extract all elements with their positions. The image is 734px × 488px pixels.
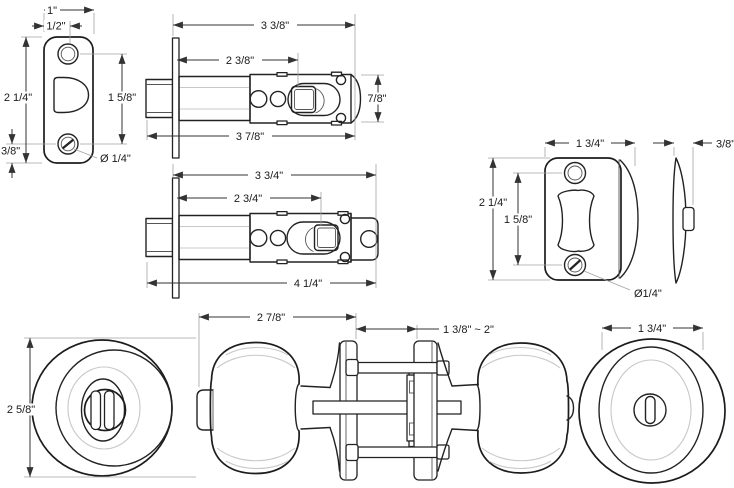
outside-knob-rose-outline xyxy=(578,338,726,484)
latch-bolt xyxy=(145,78,174,119)
latch-pin-hole xyxy=(335,74,347,86)
dim-door-thickness-range: 1 3/8" ~ 2" xyxy=(443,324,494,336)
faceplate-latch-opening xyxy=(53,76,90,114)
strike-top-screw-hole xyxy=(563,161,587,185)
turn-button-side xyxy=(196,389,214,431)
strike-side-tab xyxy=(682,206,695,232)
view-strike-plate: 1 3/4" 3/8" 2 1/4" 1 5/8" Ø1/4" xyxy=(474,137,734,300)
dim-faceplate-screw-dia: Ø 1/4" xyxy=(100,153,131,165)
latch-faceplate xyxy=(171,37,180,159)
dim-latch1-backset: 2 3/8" xyxy=(226,55,254,67)
strike-plate-outline xyxy=(544,157,622,281)
latch-hole xyxy=(249,89,268,108)
stake-notch xyxy=(276,120,288,126)
turn-button-recess xyxy=(80,378,126,442)
view-latch-backset-2-3-8: 3 3/8" 2 3/8" 7/8" 3 7/8" xyxy=(145,14,392,159)
view-knob-outside-front: 1 3/4" xyxy=(578,322,726,484)
outside-knob-face xyxy=(598,346,704,474)
faceplate-top-screw-hole-inner xyxy=(60,46,76,62)
dim-latch2-overall: 3 3/4" xyxy=(255,170,283,182)
knob-neck-bead xyxy=(294,383,300,432)
screw-slot xyxy=(569,259,582,271)
latch-hole xyxy=(269,90,287,108)
view-latch-faceplate-front: 1" 1/2" 2 1/4" 1 5/8" 3/8" Ø 1/4" xyxy=(0,4,141,178)
stake-notch xyxy=(276,71,288,77)
outside-knob-nub xyxy=(566,395,575,421)
latch-faceplate xyxy=(171,177,180,299)
screw-slot xyxy=(61,138,75,150)
dim-outside-knob-dia: 1 3/4" xyxy=(638,323,666,335)
inside-knob-rose-outline xyxy=(31,339,173,477)
inside-knob-side xyxy=(209,341,300,475)
view-knob-inside-front: 2 5/8" xyxy=(1,337,196,478)
dim-strike-width: 1 3/4" xyxy=(576,138,604,150)
cam-arc xyxy=(315,88,325,114)
latch-end-cap xyxy=(350,73,362,124)
latch-pin-hole xyxy=(339,251,351,263)
latch-hole xyxy=(269,229,287,247)
extension-hole xyxy=(360,229,379,248)
dim-strike-screw-dia: Ø1/4" xyxy=(634,288,662,300)
turn-button-bar xyxy=(103,390,115,431)
through-bolt-head xyxy=(345,358,359,377)
release-slot xyxy=(644,395,656,425)
strike-lip xyxy=(619,159,639,279)
strike-bottom-screw xyxy=(563,253,587,277)
dim-strike-screw-spacing: 1 5/8" xyxy=(504,214,532,226)
dim-latch2-total: 4 1/4" xyxy=(294,278,322,290)
emergency-release xyxy=(633,393,667,427)
dim-faceplate-screw-spacing: 1 5/8" xyxy=(108,92,136,104)
faceplate-top-screw-hole xyxy=(57,43,79,65)
through-bolt-post xyxy=(436,444,450,460)
through-bolt xyxy=(357,446,438,459)
faceplate-bottom-screw-head xyxy=(60,136,76,152)
dim-strike-height: 2 1/4" xyxy=(479,197,507,209)
view-knob-assembly-side: 2 7/8" 1 3/8" ~ 2" xyxy=(196,311,575,481)
dim-knob-length: 2 7/8" xyxy=(257,312,285,324)
turn-button-bar xyxy=(90,390,102,431)
latch-pin-hole xyxy=(339,213,351,225)
cam-arc xyxy=(305,227,314,252)
spindle xyxy=(312,400,462,415)
latch-tube xyxy=(178,75,251,122)
strike-side-profile xyxy=(672,157,687,284)
stake-notch xyxy=(330,71,343,77)
through-bolt-head xyxy=(345,443,359,462)
spindle-slot xyxy=(287,82,341,117)
dim-faceplate-height: 2 1/4" xyxy=(4,92,32,104)
spindle-slot xyxy=(286,221,341,255)
strike-latch-opening xyxy=(557,189,595,253)
dim-latch2-backset: 2 3/4" xyxy=(234,193,262,205)
spindle-square-hole xyxy=(313,224,339,252)
latch-bolt xyxy=(145,217,174,258)
latch-pin-hole xyxy=(335,112,347,124)
inside-knob-face xyxy=(55,349,173,467)
view-latch-backset-2-3-4: 3 3/4" 2 3/4" 4 1/4" xyxy=(145,164,379,299)
latch-extension-tube xyxy=(350,217,379,261)
stake-notch xyxy=(276,210,288,216)
dim-faceplate-edge-offset: 3/8" xyxy=(1,146,20,158)
outside-knob-side xyxy=(477,342,570,474)
dim-inside-knob-dia: 2 5/8" xyxy=(7,404,35,416)
faceplate-bottom-screw xyxy=(57,133,79,155)
outside-rose-cone xyxy=(437,342,479,387)
dim-faceplate-half-width: 1/2" xyxy=(46,21,65,33)
outside-rose xyxy=(413,340,438,481)
dim-strike-depth: 3/8" xyxy=(716,139,734,151)
faceplate-outline xyxy=(43,36,94,164)
dim-latch1-overall: 3 3/8" xyxy=(261,20,289,32)
latch-tube xyxy=(178,214,251,261)
spindle-square-hole xyxy=(290,85,317,114)
dim-latch1-total: 3 7/8" xyxy=(236,131,264,143)
stake-notch xyxy=(276,259,288,265)
dim-faceplate-width: 1" xyxy=(47,5,57,17)
through-bolt xyxy=(357,361,438,374)
turn-button xyxy=(83,388,127,432)
inside-rose-cone xyxy=(329,342,341,389)
dim-latch1-body-height: 7/8" xyxy=(367,93,386,105)
latch-hole xyxy=(249,228,268,247)
